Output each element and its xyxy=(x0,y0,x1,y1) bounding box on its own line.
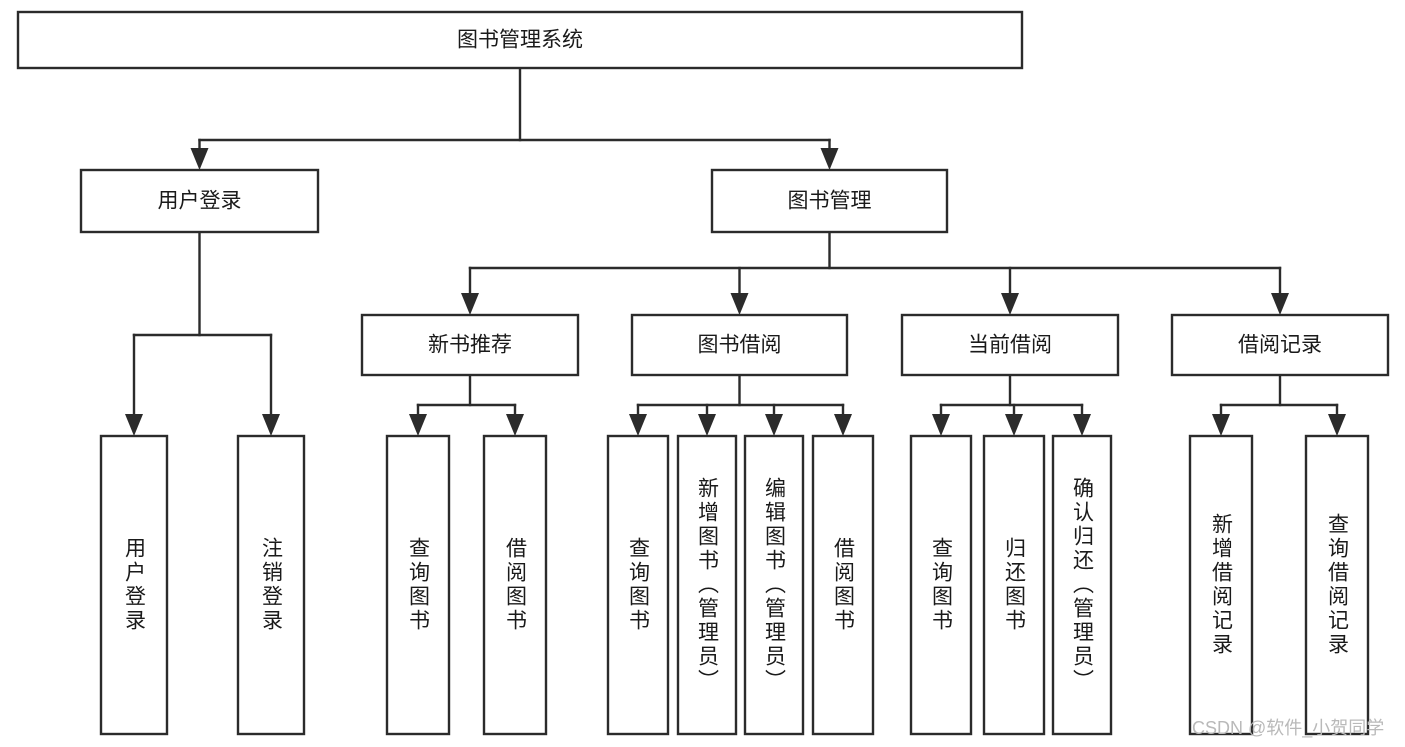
box-layer xyxy=(16,10,1390,736)
node-label-root: 图书管理系统 xyxy=(457,29,583,52)
node-label-book-management: 图书管理 xyxy=(788,190,872,213)
csdn-watermark: CSDN @软件_小贺同学 xyxy=(1192,718,1385,738)
node-box-leaf-confirm-return-admin[interactable] xyxy=(1051,434,1113,736)
arrow-head-leaf-borrow-book-recommend xyxy=(506,414,524,436)
node-box-user-login[interactable] xyxy=(79,168,320,234)
arrow-head-leaf-user-login xyxy=(125,414,143,436)
node-box-leaf-query-borrow-record[interactable] xyxy=(1304,434,1370,736)
node-box-current-borrow[interactable] xyxy=(900,313,1120,377)
arrow-head-book-management xyxy=(820,148,839,170)
node-box-book-management[interactable] xyxy=(710,168,949,234)
node-box-leaf-logout[interactable] xyxy=(236,434,306,736)
arrow-head-leaf-edit-book-admin xyxy=(765,414,783,436)
arrow-head-leaf-query-book-current xyxy=(932,414,950,436)
node-label-current-borrow: 当前借阅 xyxy=(968,334,1052,357)
arrow-head-leaf-query-borrow-record xyxy=(1328,414,1346,436)
connector-layer xyxy=(125,66,1346,436)
arrow-head-leaf-logout xyxy=(262,414,280,436)
node-box-new-book-recommend[interactable] xyxy=(360,313,580,377)
arrow-head-current-borrow xyxy=(1001,293,1019,315)
node-box-leaf-user-login[interactable] xyxy=(99,434,169,736)
node-box-leaf-return-book[interactable] xyxy=(982,434,1046,736)
node-box-leaf-add-borrow-record[interactable] xyxy=(1188,434,1254,736)
connector-recommend-to-leaves xyxy=(409,373,524,436)
connector-current-to-leaves xyxy=(932,373,1091,436)
arrow-head-leaf-confirm-return-admin xyxy=(1073,414,1091,436)
node-box-leaf-edit-book-admin[interactable] xyxy=(743,434,805,736)
connector-root-to-level2 xyxy=(190,66,839,170)
arrow-head-leaf-borrow-book xyxy=(834,414,852,436)
node-box-leaf-query-book-recommend[interactable] xyxy=(385,434,451,736)
arrow-head-borrow-record xyxy=(1271,293,1289,315)
arrow-head-user-login xyxy=(190,148,209,170)
node-box-leaf-borrow-book[interactable] xyxy=(811,434,875,736)
node-label-book-borrow: 图书借阅 xyxy=(698,334,782,357)
node-box-leaf-borrow-book-recommend[interactable] xyxy=(482,434,548,736)
connector-record-to-leaves xyxy=(1212,373,1346,436)
arrow-head-leaf-add-borrow-record xyxy=(1212,414,1230,436)
connector-borrow-to-leaves xyxy=(629,373,852,436)
node-box-leaf-query-book-current[interactable] xyxy=(909,434,973,736)
node-box-leaf-add-book-admin[interactable] xyxy=(676,434,738,736)
node-box-leaf-query-book-borrow[interactable] xyxy=(606,434,670,736)
arrow-head-leaf-query-book-recommend xyxy=(409,414,427,436)
arrow-head-new-book-recommend xyxy=(461,293,479,315)
node-label-new-book-recommend: 新书推荐 xyxy=(428,334,512,357)
arrow-head-leaf-add-book-admin xyxy=(698,414,716,436)
arrow-head-leaf-query-book-borrow xyxy=(629,414,647,436)
node-label-user-login: 用户登录 xyxy=(158,190,242,213)
arrow-head-book-borrow xyxy=(730,293,749,315)
node-box-root[interactable] xyxy=(16,10,1024,70)
node-label-borrow-record: 借阅记录 xyxy=(1238,334,1322,357)
connector-bookmgmt-to-level3 xyxy=(461,230,1289,315)
node-box-borrow-record[interactable] xyxy=(1170,313,1390,377)
arrow-head-leaf-return-book xyxy=(1005,414,1023,436)
node-box-book-borrow[interactable] xyxy=(630,313,849,377)
connector-userlogin-to-leaves xyxy=(125,230,280,436)
